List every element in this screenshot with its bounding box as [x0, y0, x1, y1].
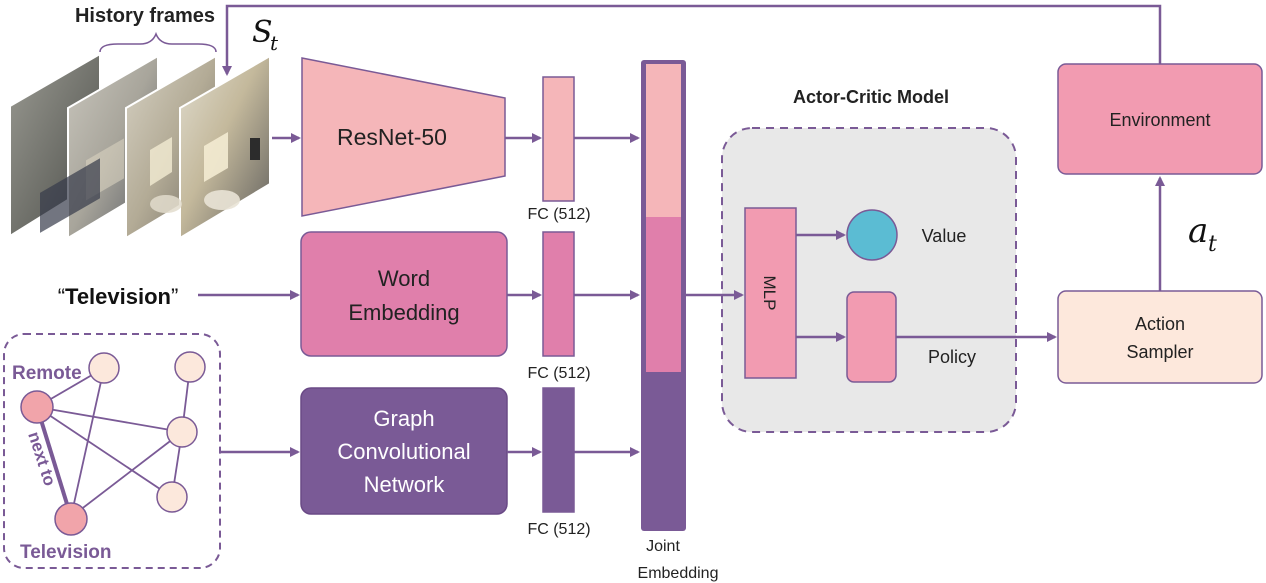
joint-segment-word [646, 217, 681, 372]
graph-node [88, 352, 120, 384]
fc-bar-graph [542, 387, 575, 513]
mlp-label: MLP [760, 276, 779, 311]
query-text: “Television” [58, 284, 179, 309]
graph-edge [36, 406, 173, 498]
word-embedding-line1: Word [378, 266, 430, 291]
actor-critic-title: Actor-Critic Model [793, 87, 949, 107]
remote-label: Remote [12, 363, 82, 384]
mlp-block [744, 207, 797, 379]
graph-edge [70, 367, 105, 518]
joint-label-line2: Embedding [638, 565, 719, 582]
graph-edge-next-to [35, 406, 73, 518]
value-node [846, 209, 898, 261]
environment-label: Environment [1109, 110, 1210, 130]
word-embedding-line2: Embedding [348, 300, 459, 325]
graph-edge [70, 431, 183, 518]
graph-edge [36, 406, 183, 433]
television-node [54, 502, 88, 536]
history-brace [99, 31, 217, 53]
gcn-line3: Network [364, 472, 446, 497]
fc-label-word: FC (512) [527, 365, 590, 382]
graph-node [166, 416, 198, 448]
state-subscript: t [270, 31, 279, 55]
graph-node [156, 481, 188, 513]
action-sampler-line2: Sampler [1126, 342, 1193, 362]
joint-segment-visual [646, 64, 681, 217]
knowledge-graph: Remote Television next to [3, 333, 221, 569]
action-sampler-line1: Action [1135, 314, 1185, 334]
query-word: Television [65, 284, 171, 309]
query-close-quote: ” [171, 284, 178, 309]
fc-label-graph: FC (512) [527, 521, 590, 538]
word-embedding-block [300, 231, 508, 357]
policy-label: Policy [928, 347, 976, 367]
action-subscript: t [1208, 232, 1217, 257]
fc-bar-visual [542, 76, 575, 202]
value-label: Value [922, 226, 967, 246]
svg-text:“Television”: “Television” [58, 284, 179, 309]
joint-label-line1: Joint [646, 538, 680, 555]
fc-bar-word [542, 231, 575, 357]
environment-block [1057, 63, 1263, 175]
remote-node [20, 390, 54, 424]
television-label: Television [20, 542, 112, 563]
gcn-line1: Graph [373, 406, 434, 431]
gcn-line2: Convolutional [337, 439, 470, 464]
joint-segment-graph [646, 372, 681, 527]
fc-label-visual: FC (512) [527, 206, 590, 223]
feedback-arrow [222, 4, 1162, 76]
resnet-label: ResNet-50 [337, 124, 447, 150]
history-frames: History frames S t [9, 5, 279, 240]
graph-node [174, 351, 206, 383]
action-symbol: a [1188, 211, 1208, 251]
query-open-quote: “ [58, 284, 65, 309]
action-sampler-block [1057, 290, 1263, 384]
policy-block [846, 291, 897, 383]
history-frames-title: History frames [75, 5, 215, 27]
resnet-block [301, 57, 506, 217]
state-symbol: S [252, 15, 273, 50]
